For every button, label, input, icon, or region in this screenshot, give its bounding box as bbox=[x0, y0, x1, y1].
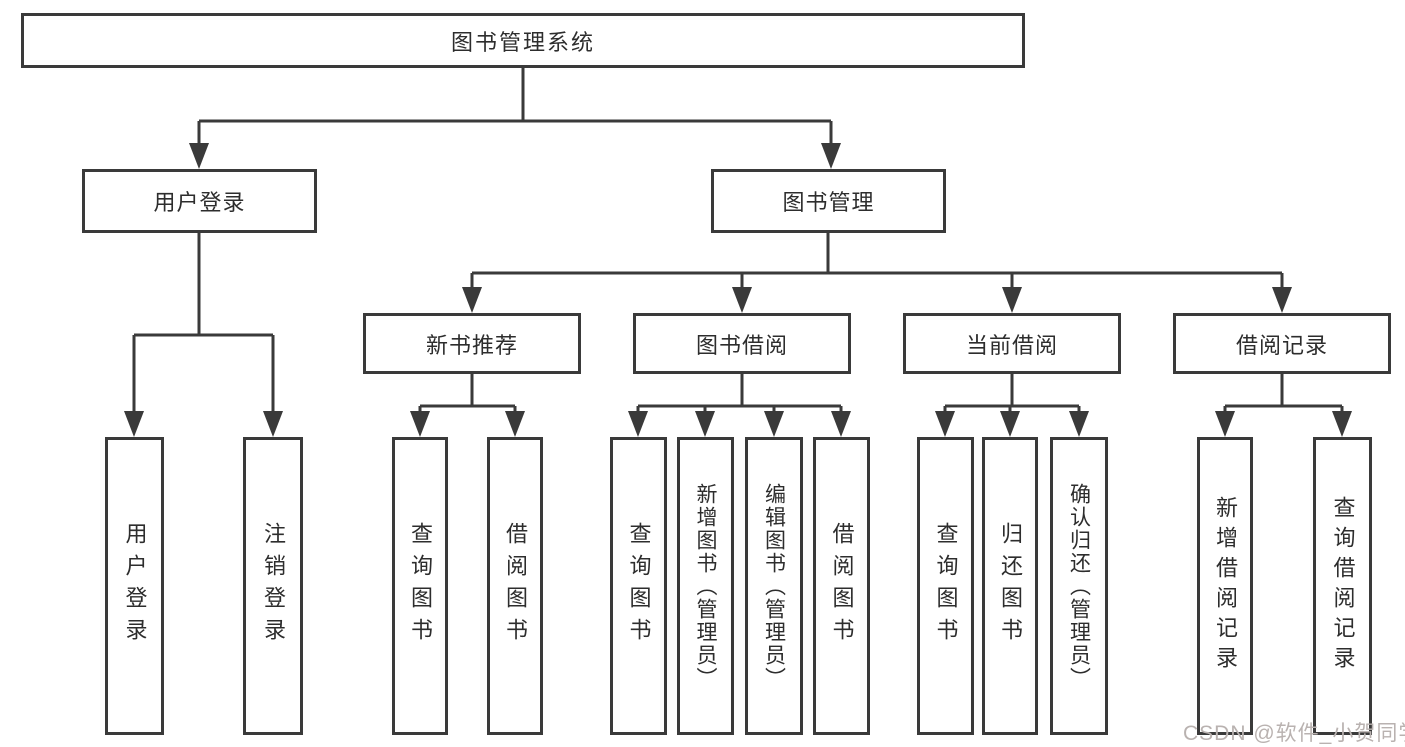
leaf-add-borrow-record: 新增借阅记录 bbox=[1197, 437, 1253, 735]
leaf-label: 借阅图书 bbox=[503, 522, 528, 650]
leaf-label: 用户登录 bbox=[122, 522, 148, 650]
arrowheads bbox=[124, 143, 1352, 437]
leaf-user-login: 用户登录 bbox=[105, 437, 164, 735]
leaf-label: 注销登录 bbox=[261, 522, 286, 650]
node-book-management: 图书管理 bbox=[711, 169, 946, 233]
leaf-label: 查询图书 bbox=[626, 522, 652, 650]
leaf-label: 新增借阅记录 bbox=[1213, 496, 1238, 676]
node-book-borrow: 图书借阅 bbox=[633, 313, 851, 374]
csdn-watermark: CSDN @软件_小贺同学 bbox=[1183, 722, 1405, 745]
leaf-query-books-recommend: 查询图书 bbox=[392, 437, 448, 735]
leaf-add-books-admin: 新增图书（管理员） bbox=[677, 437, 734, 735]
leaf-label: 确认归还（管理员） bbox=[1067, 482, 1091, 690]
node-current-borrow: 当前借阅 bbox=[903, 313, 1121, 374]
leaf-query-borrow-record: 查询借阅记录 bbox=[1313, 437, 1372, 735]
leaf-logout: 注销登录 bbox=[243, 437, 303, 735]
leaf-edit-books-admin: 编辑图书（管理员） bbox=[745, 437, 803, 735]
leaf-label: 查询图书 bbox=[933, 522, 959, 650]
leaf-label: 归还图书 bbox=[998, 522, 1023, 650]
leaf-label: 查询图书 bbox=[408, 522, 433, 650]
leaf-borrow-books-recommend: 借阅图书 bbox=[487, 437, 543, 735]
leaf-label: 查询借阅记录 bbox=[1330, 496, 1356, 676]
leaf-label: 编辑图书（管理员） bbox=[762, 482, 786, 690]
node-user-login: 用户登录 bbox=[82, 169, 317, 233]
leaf-borrow-books: 借阅图书 bbox=[813, 437, 870, 735]
leaf-query-books-current: 查询图书 bbox=[917, 437, 974, 735]
node-borrow-records: 借阅记录 bbox=[1173, 313, 1391, 374]
leaf-label: 借阅图书 bbox=[829, 522, 855, 650]
node-new-book-recommend: 新书推荐 bbox=[363, 313, 581, 374]
leaf-label: 新增图书（管理员） bbox=[694, 482, 717, 690]
leaf-query-books-borrow: 查询图书 bbox=[610, 437, 667, 735]
leaf-confirm-return-admin: 确认归还（管理员） bbox=[1050, 437, 1108, 735]
node-library-system: 图书管理系统 bbox=[21, 13, 1025, 68]
leaf-return-books: 归还图书 bbox=[982, 437, 1038, 735]
connector-paths bbox=[132, 68, 1344, 418]
